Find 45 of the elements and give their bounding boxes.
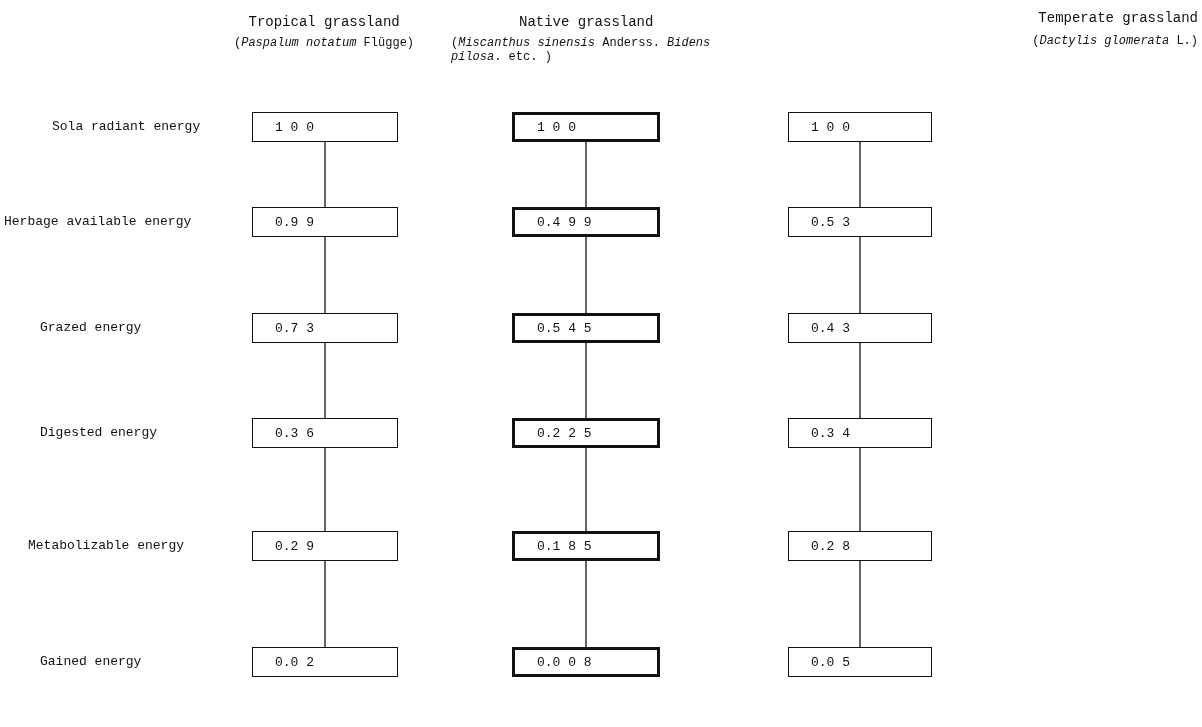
value-box: 0.2 9 (252, 531, 398, 561)
row-label: Grazed energy (40, 320, 142, 335)
value-box: 0.7 3 (252, 313, 398, 343)
species-note: (Paspalum notatum Flügge) (234, 36, 415, 50)
value-box: 0.0 0 8 (512, 647, 660, 677)
connector-line (859, 447, 861, 532)
connector-line (324, 236, 326, 314)
value-box: 1 0 0 (512, 112, 660, 142)
value-box: 1 0 0 (252, 112, 398, 142)
value-box: 0.2 2 5 (512, 418, 660, 448)
value-box: 0.5 4 5 (512, 313, 660, 343)
column-heading: Native grassland (519, 14, 654, 30)
value-box: 0.4 9 9 (512, 207, 660, 237)
value-box: 0.0 2 (252, 647, 398, 677)
value-box: 1 0 0 (788, 112, 932, 142)
connector-line (585, 342, 587, 419)
column-heading: Tropical grassland (248, 14, 400, 30)
row-label: Herbage available energy (4, 214, 192, 229)
connector-line (324, 447, 326, 532)
row-label: Sola radiant energy (52, 119, 201, 134)
connector-line (324, 342, 326, 419)
value-box: 0.3 4 (788, 418, 932, 448)
connector-line (859, 236, 861, 314)
value-box: 0.3 6 (252, 418, 398, 448)
connector-line (585, 560, 587, 648)
value-box: 0.4 3 (788, 313, 932, 343)
connector-line (859, 141, 861, 208)
column-heading: Temperate grassland (1038, 10, 1198, 26)
connector-line (324, 560, 326, 648)
row-label: Gained energy (40, 654, 142, 669)
connector-line (859, 342, 861, 419)
species-note: (Miscanthus sinensis Anderss. Bidens pilosa. etc. ) (451, 36, 712, 64)
connector-line (585, 447, 587, 532)
row-label: Metabolizable energy (28, 538, 185, 553)
value-box: 0.5 3 (788, 207, 932, 237)
value-box: 0.9 9 (252, 207, 398, 237)
value-box: 0.2 8 (788, 531, 932, 561)
row-label: Digested energy (40, 425, 158, 440)
connector-line (585, 236, 587, 314)
connector-line (585, 141, 587, 208)
species-note: (Dactylis glomerata L.) (1032, 34, 1198, 48)
connector-line (324, 141, 326, 208)
value-box: 0.0 5 (788, 647, 932, 677)
connector-line (859, 560, 861, 648)
value-box: 0.1 8 5 (512, 531, 660, 561)
